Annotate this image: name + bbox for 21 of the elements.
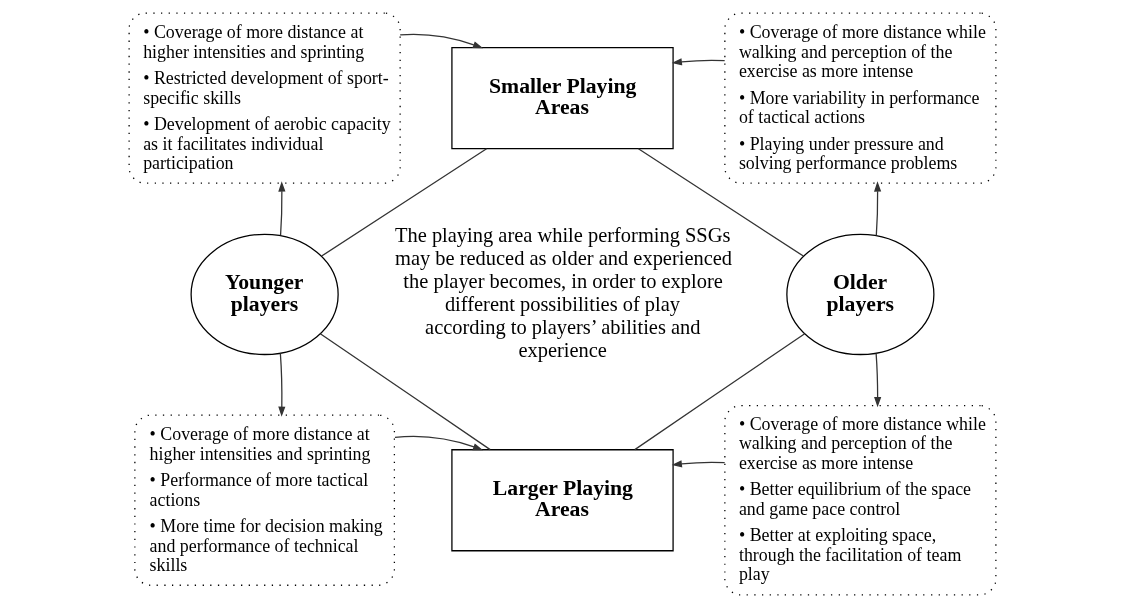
arrow: [671, 460, 725, 468]
connector: [319, 333, 491, 451]
arrow: [393, 435, 483, 451]
arrow: [399, 33, 483, 49]
arrow: [873, 181, 881, 237]
node-ellipse: Older players: [785, 233, 934, 356]
connector: [320, 148, 487, 257]
connector: [633, 333, 805, 451]
connector: [637, 148, 804, 257]
arrow: [277, 181, 285, 237]
arrow: [671, 58, 725, 66]
node-box: Smaller Playing Areas: [450, 47, 674, 150]
label: The playing area while performing SSGs may be reduced as older and experienced the player becomes, in order to explore different possibilities of play according to players’ abilities and experience: [394, 223, 732, 361]
node-ellipse: Younger players: [190, 233, 339, 356]
node-box: • Coverage of more distance while walking and perception of the exercise as more intense • Better equilibrium of the space and game pace control • Better at exploiting space, through the facilitation of team play: [723, 405, 997, 596]
node-box: • Coverage of more distance at higher intensities and sprinting • Restricted development of sport-specific skills • Development of aerobic capacity as it facilitates individual participation: [127, 12, 401, 184]
arrow: [873, 352, 881, 408]
node-box: • Coverage of more distance at higher intensities and sprinting • Performance of more tactical actions • More time for decision making and performance of technical skills: [133, 414, 395, 586]
node-box: • Coverage of more distance while walking and perception of the exercise as more intense • More variability in performance of tactical actions • Playing under pressure and solving performance problems: [723, 12, 997, 184]
node-box: Larger Playing Areas: [450, 449, 674, 552]
arrow: [277, 352, 285, 417]
